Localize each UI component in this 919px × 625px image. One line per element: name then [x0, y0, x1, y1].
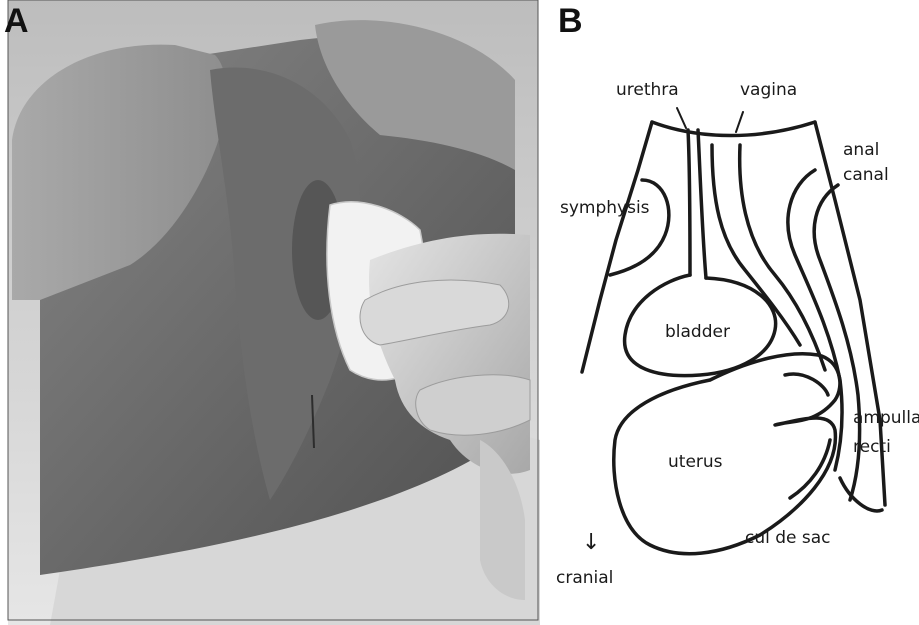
- cranial-arrow-icon: ↓: [582, 530, 600, 555]
- label-vagina: vagina: [740, 80, 797, 100]
- label-cranial: cranial: [556, 568, 613, 588]
- panel-b-label: B: [558, 2, 583, 41]
- label-canal: canal: [843, 165, 889, 185]
- urethra-line-b: [698, 130, 706, 278]
- vagina-pointer: [736, 112, 743, 132]
- label-urethra: urethra: [616, 80, 679, 100]
- cervix-line: [785, 374, 828, 395]
- outer-left-line: [582, 122, 652, 372]
- label-bladder: bladder: [665, 322, 730, 342]
- vagina-wall-posterior: [740, 145, 825, 370]
- urethra-pointer: [677, 108, 686, 128]
- ampulla-line: [840, 478, 882, 511]
- label-uterus: uterus: [668, 452, 723, 472]
- label-symphysis: symphysis: [560, 198, 650, 218]
- label-anal: anal: [843, 140, 879, 160]
- cul-de-sac-line: [790, 440, 830, 498]
- label-recti: recti: [853, 437, 891, 457]
- label-cul-de-sac: cul de sac: [745, 528, 831, 548]
- uterus-outline: [614, 354, 840, 554]
- perineum-surface-line: [652, 122, 815, 136]
- urethra-line-a: [688, 130, 690, 275]
- label-ampulla: ampulla: [853, 408, 919, 428]
